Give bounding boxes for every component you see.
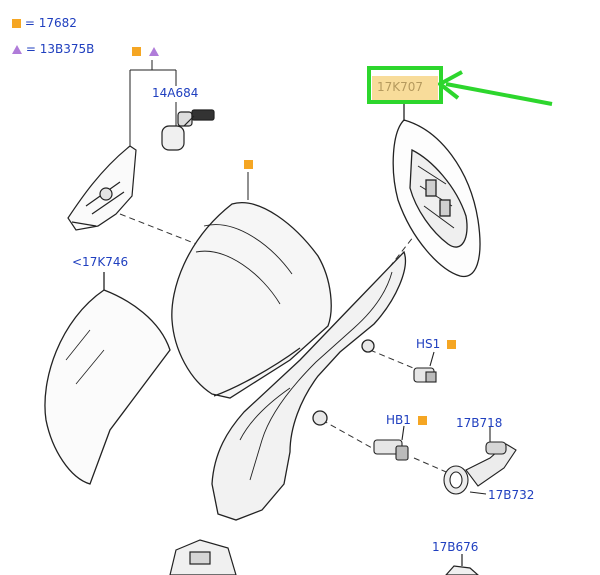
highlight-fill: [372, 76, 438, 100]
bottom-component: [169, 539, 479, 575]
label-bolt-text[interactable]: HB1: [386, 413, 411, 427]
screw-hs1: [413, 351, 437, 383]
orange-square-icon: [417, 416, 427, 425]
orange-square-marker-housing: [244, 160, 253, 169]
label-screw-text[interactable]: HS1: [416, 337, 441, 351]
label-grommet[interactable]: 17B732: [488, 488, 535, 502]
bracket-markers: [132, 44, 159, 58]
bulb-socket: [161, 109, 215, 151]
orange-square-icon: [132, 47, 141, 56]
callout-bracket-lines: [129, 60, 177, 146]
turn-signal-lamp: [67, 145, 137, 231]
orange-square-icon: [447, 340, 457, 349]
bolt-hb1: [373, 425, 409, 461]
mirror-housing: [171, 202, 332, 399]
label-bolt: HB1: [386, 413, 427, 427]
clip-and-grommet: [443, 426, 517, 495]
label-bulb-socket[interactable]: 14A684: [152, 86, 199, 100]
label-cover[interactable]: <17K746: [72, 255, 129, 269]
label-clip[interactable]: 17B718: [456, 416, 503, 430]
purple-triangle-icon: [12, 45, 22, 54]
label-bottom-part[interactable]: 17B676: [432, 540, 479, 554]
mirror-base-frame: [211, 250, 406, 521]
orange-square-icon: [12, 19, 21, 28]
purple-triangle-icon: [148, 47, 159, 56]
legend-row-square: = 17682: [12, 16, 77, 30]
label-mirror-glass[interactable]: 17K707: [377, 80, 424, 94]
label-screw: HS1: [416, 337, 457, 351]
highlight-box: [367, 66, 443, 104]
legend-text-triangle: = 13B375B: [25, 42, 95, 56]
legend-row-triangle: = 13B375B: [12, 42, 94, 56]
legend-text-square: = 17682: [24, 16, 77, 30]
mirror-cover: [44, 272, 171, 485]
mirror-glass: [392, 104, 481, 278]
green-arrow-icon: [436, 70, 553, 106]
